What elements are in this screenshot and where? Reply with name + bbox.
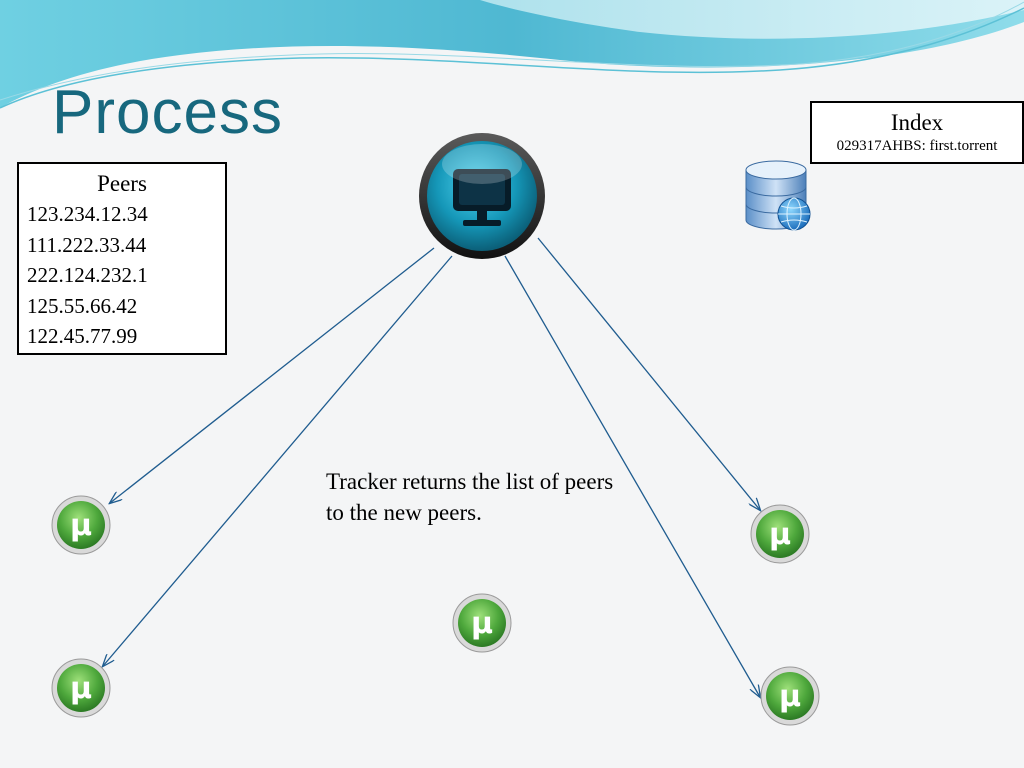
- peer-address: 222.124.232.1: [27, 263, 148, 287]
- tracker-node: [417, 131, 547, 261]
- monitor-icon: [419, 133, 545, 259]
- svg-text:μ: μ: [471, 606, 493, 641]
- svg-text:μ: μ: [769, 517, 791, 552]
- peer-node-right-top: μ: [750, 504, 810, 564]
- utorrent-mu-icon: μ: [51, 658, 111, 718]
- slide-title: Process: [52, 78, 283, 147]
- peer-address: 122.45.77.99: [27, 324, 138, 348]
- utorrent-mu-icon: μ: [750, 504, 810, 564]
- arrow-to-peer-right-top: [537, 237, 760, 510]
- index-heading: Index: [890, 110, 944, 135]
- peer-node-left-top: μ: [51, 495, 111, 555]
- diagram-caption: Tracker returns the list of peers to the…: [326, 469, 614, 525]
- peer-node-left-bottom: μ: [51, 658, 111, 718]
- index-box: Index 029317AHBS: first.torrent: [810, 101, 1024, 164]
- arrow-to-peer-right-bottom: [504, 255, 760, 697]
- peer-node-right-bottom: μ: [760, 666, 820, 726]
- index-entry: 029317AHBS: first.torrent: [836, 138, 998, 154]
- database-globe-icon: [745, 160, 811, 231]
- peers-list: 123.234.12.34 111.222.33.44 222.124.232.…: [27, 199, 225, 352]
- svg-text:μ: μ: [70, 671, 92, 706]
- svg-text:μ: μ: [70, 508, 92, 543]
- arrow-to-peer-left-bottom: [103, 255, 453, 666]
- svg-text:μ: μ: [779, 679, 801, 714]
- utorrent-mu-icon: μ: [51, 495, 111, 555]
- peer-node-center: μ: [452, 593, 512, 653]
- peer-address: 123.234.12.34: [27, 202, 148, 226]
- arrow-to-peer-left-top: [110, 247, 435, 503]
- peer-address: 111.222.33.44: [27, 232, 147, 257]
- utorrent-mu-icon: μ: [452, 593, 512, 653]
- utorrent-mu-icon: μ: [760, 666, 820, 726]
- peer-address: 125.55.66.42: [27, 293, 138, 318]
- index-database-node: [744, 160, 814, 234]
- peers-list-box: Peers 123.234.12.34 111.222.33.44 222.12…: [17, 162, 227, 355]
- peers-heading: Peers: [97, 171, 147, 196]
